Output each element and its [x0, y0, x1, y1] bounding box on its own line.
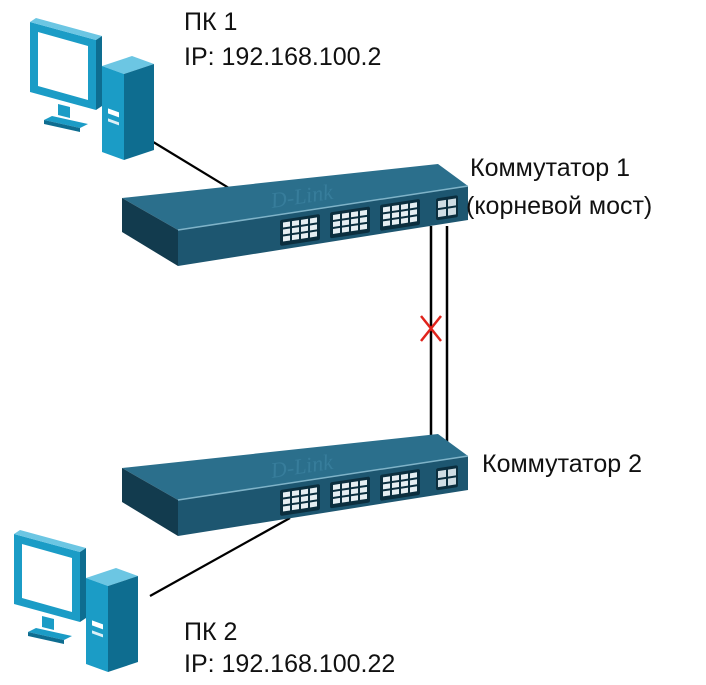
pc2-computer-icon	[14, 530, 138, 672]
switch1-role-label: (корневой мост)	[466, 192, 652, 220]
pc1-computer-icon	[30, 18, 154, 160]
pc2-name-label: ПК 2	[184, 618, 237, 646]
switch1-network-switch-icon: D-Link	[121, 163, 469, 267]
switch2-network-switch-icon: D-Link	[121, 433, 469, 537]
pc2-ip-label: IP: 192.168.100.22	[184, 650, 395, 678]
switch1-name-label: Коммутатор 1	[470, 154, 630, 182]
switch2-name-label: Коммутатор 2	[482, 450, 642, 478]
blocked-port-x-icon	[420, 315, 442, 342]
pc1-name-label: ПК 1	[184, 8, 237, 36]
cable-pc2-switch2	[149, 517, 291, 597]
pc1-ip-label: IP: 192.168.100.2	[184, 43, 381, 71]
